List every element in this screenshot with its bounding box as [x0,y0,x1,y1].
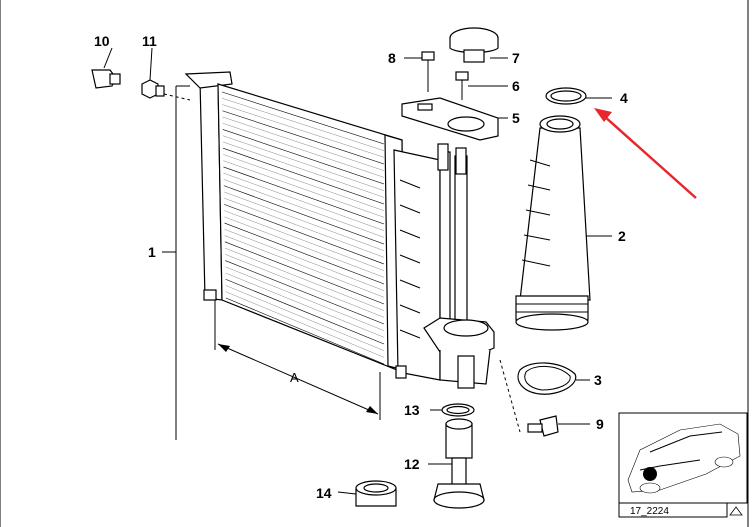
core-fin-line [224,204,385,265]
callout-5: 5 [512,110,520,126]
core-fin-line [225,272,385,338]
location-marker [643,467,657,481]
core-fin-line [225,266,385,331]
core-fin-line [223,172,385,231]
radiator-core-fins [221,91,385,365]
core-fin-line [222,110,385,165]
annotation-arrow [594,108,697,199]
plug-11 [141,79,191,101]
core-fin-line [224,222,385,285]
callout-4: 4 [620,90,628,106]
screw-8 [421,51,435,92]
core-fin-line [222,129,385,185]
bleed-screw [499,359,559,437]
callout-11: 11 [142,33,157,49]
callout-7: 7 [512,50,520,66]
core-fin-line [224,241,385,305]
core-fin-line [222,135,385,191]
callout-6: 6 [512,78,520,94]
core-fin-line [225,254,385,318]
leader-lines [103,47,612,495]
dimension-a [214,300,381,420]
callout-3: 3 [594,372,602,388]
core-fin-line [223,185,385,245]
core-fin-line [224,247,385,311]
vehicle-locator-thumbnail: 17_2224 [618,412,748,518]
core-fin-line [225,291,385,358]
callout-10: 10 [94,33,110,49]
core-fin-line [223,197,385,258]
filler-cap [449,27,499,63]
callout-9: 9 [596,416,604,432]
side-ribs [399,179,421,339]
core-fin-line [223,160,385,218]
triangle-icon [729,506,743,516]
core-fin-line [224,210,385,271]
radiator [184,71,495,389]
diagram-code: 17_2224 [630,506,669,517]
core-fin-line [223,154,385,211]
dimension-label: A [290,370,299,385]
core-fin-line [224,235,385,298]
callout-14: 14 [316,485,332,501]
core-fin-line [224,216,385,278]
core-fin-line [225,297,385,365]
diagram-code-box [618,502,728,518]
mounting-bracket [401,97,499,141]
callout-numbers: 10 11 8 7 6 4 5 1 2 3 13 9 12 14 A [94,33,628,501]
nut [355,480,397,507]
core-fin-line [222,123,385,178]
core-fin-line [222,104,385,158]
sensor-10 [91,69,121,89]
expansion-tank [515,115,591,331]
core-fin-line [222,116,385,171]
core-fin-line [223,179,385,238]
core-fin-line [222,141,385,198]
core-fin-line [225,285,385,351]
core-fin-line [225,260,385,325]
core-fin-line [222,98,385,151]
core-fin-line [222,147,385,205]
core-fin-line [223,166,385,225]
screw-6 [455,71,469,100]
core-fin-line [223,191,385,251]
callout-12: 12 [404,456,420,472]
callout-8: 8 [388,50,396,66]
callout-2: 2 [618,228,626,244]
callout-13: 13 [404,402,420,418]
core-fin-line [224,229,385,291]
core-fin-line [225,278,385,345]
tank-ribs [521,159,551,267]
callout-1: 1 [148,244,156,260]
temperature-sensor [433,418,485,509]
core-fin-line [221,91,385,145]
